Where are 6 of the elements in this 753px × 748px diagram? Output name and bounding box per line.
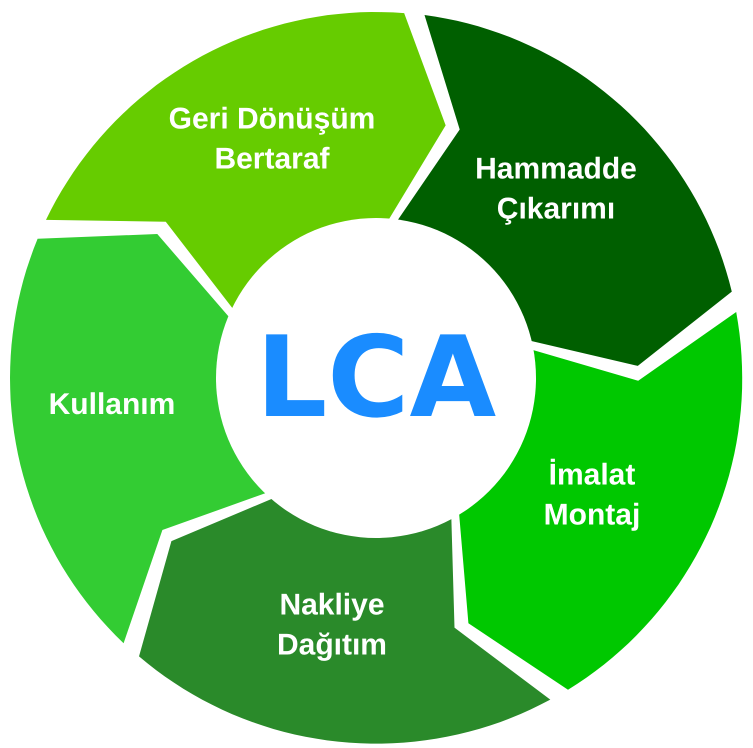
- segment-label: Hammadde Çıkarımı: [474, 151, 638, 228]
- segment-label: Geri Dönüşüm Bertaraf: [168, 101, 376, 178]
- center-label: LCA: [256, 313, 496, 443]
- segment-label: İmalat Montaj: [542, 457, 642, 534]
- segment-label: Kullanım: [48, 386, 176, 423]
- segment-label: Nakliye Dağıtım: [276, 587, 388, 664]
